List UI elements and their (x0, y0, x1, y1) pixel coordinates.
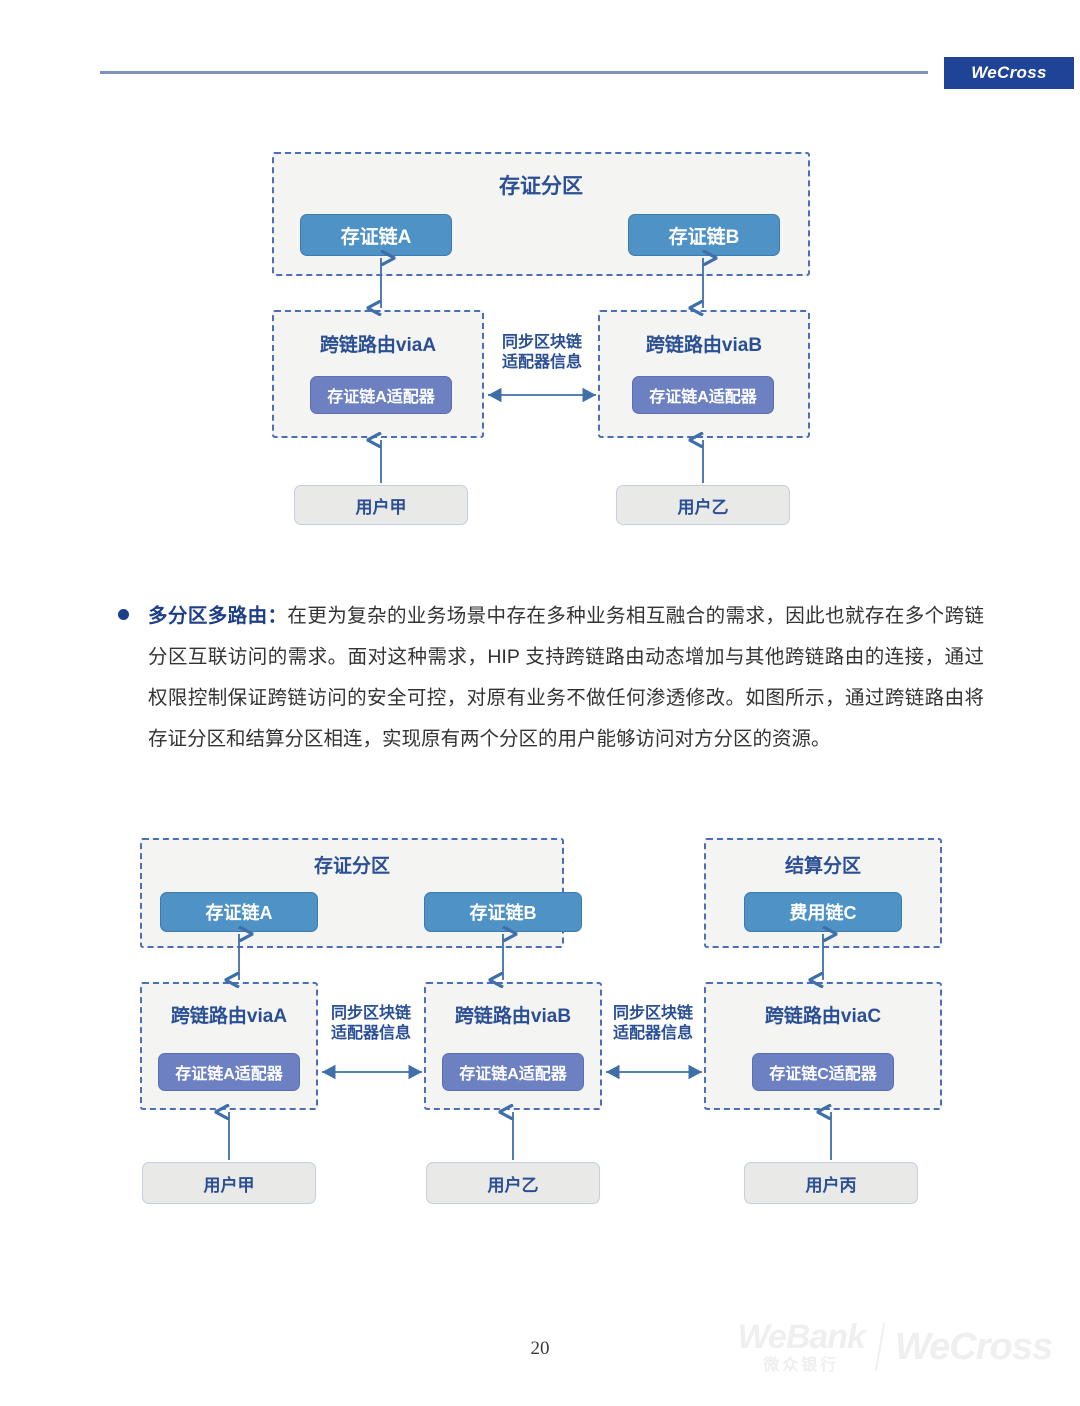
sync-label-a-b-line1: 同步区块链 (330, 1005, 411, 1022)
chain-box-evidence-a-top[interactable]: 存证链A (300, 214, 452, 256)
sync-label-line1-top: 同步区块链 (501, 334, 582, 351)
user-box-bing[interactable]: 用户丙 (744, 1162, 918, 1204)
router-title-via-a-bottom: 跨链路由viaA (170, 1006, 288, 1027)
router-title-via-b-top: 跨链路由viaB (645, 335, 763, 356)
sync-label-b-c-line1: 同步区块链 (612, 1005, 693, 1022)
paragraph-text: 多分区多路由：在更为复杂的业务场景中存在多种业务相互融合的需求，因此也就存在多个… (148, 596, 984, 760)
sync-label-top: 同步区块链 适配器信息 (486, 333, 598, 373)
adapter-box-via-b-top[interactable]: 存证链A适配器 (632, 376, 774, 414)
sync-label-a-b: 同步区块链 适配器信息 (320, 1004, 422, 1044)
footer-logos: WeBank 微众银行 WeCross (737, 1318, 1053, 1374)
diagram-single-partition: 存证分区 存证链A 存证链B 跨链路由viaA 存证链A适配器 跨链路由viaB… (0, 0, 1080, 560)
bullet-dot-icon (118, 609, 129, 620)
webank-logo-en: WeBank (737, 1318, 866, 1356)
router-title-via-c: 跨链路由viaC (764, 1006, 882, 1027)
chain-box-fee-c[interactable]: 费用链C (744, 892, 902, 932)
user-box-jia-top[interactable]: 用户甲 (294, 485, 468, 525)
sync-label-b-c-line2: 适配器信息 (612, 1025, 693, 1042)
paragraph-block: 多分区多路由：在更为复杂的业务场景中存在多种业务相互融合的需求，因此也就存在多个… (104, 596, 984, 760)
zone-title-settlement: 结算分区 (784, 856, 861, 877)
user-box-yi-bottom[interactable]: 用户乙 (426, 1162, 600, 1204)
wecross-logo-badge: WeCross (944, 57, 1074, 89)
router-zone-via-b-top (598, 310, 810, 438)
page-number: 20 (530, 1338, 550, 1359)
paragraph-lead: 多分区多路由： (148, 605, 288, 627)
wecross-footer-logo: WeCross (894, 1325, 1053, 1368)
zone-title-evidence-bottom: 存证分区 (313, 856, 390, 877)
adapter-box-via-a-bottom[interactable]: 存证链A适配器 (158, 1053, 300, 1091)
sync-label-b-c: 同步区块链 适配器信息 (602, 1004, 704, 1044)
wecross-logo-text: WeCross (971, 63, 1047, 82)
webank-logo: WeBank 微众银行 (737, 1318, 866, 1374)
connectors-bottom (0, 0, 1080, 1160)
user-box-yi-top[interactable]: 用户乙 (616, 485, 790, 525)
adapter-box-via-b-bottom[interactable]: 存证链A适配器 (442, 1053, 584, 1091)
webank-logo-cn: 微众银行 (763, 1357, 840, 1374)
adapter-box-via-a-top[interactable]: 存证链A适配器 (310, 376, 452, 414)
footer-divider (874, 1323, 886, 1371)
connectors-top (0, 0, 1080, 560)
paragraph-body: 在更为复杂的业务场景中存在多种业务相互融合的需求，因此也就存在多个跨链分区互联访… (148, 605, 984, 750)
page-header: WeCross (0, 0, 1080, 110)
router-title-via-a-top: 跨链路由viaA (319, 335, 437, 356)
sync-label-line2-top: 适配器信息 (501, 354, 582, 371)
chain-box-evidence-a-bottom[interactable]: 存证链A (160, 892, 318, 932)
adapter-box-via-c[interactable]: 存证链C适配器 (752, 1053, 894, 1091)
zone-title-evidence-top: 存证分区 (499, 175, 583, 198)
user-box-jia-bottom[interactable]: 用户甲 (142, 1162, 316, 1204)
sync-label-a-b-line2: 适配器信息 (330, 1025, 411, 1042)
chain-box-evidence-b-top[interactable]: 存证链B (628, 214, 780, 256)
header-rule (100, 71, 928, 74)
diagram-multi-partition: 存证分区 存证链A 存证链B 结算分区 费用链C 跨链路由viaA 存证链A适配… (0, 0, 1080, 1204)
router-title-via-b-bottom: 跨链路由viaB (454, 1006, 572, 1027)
